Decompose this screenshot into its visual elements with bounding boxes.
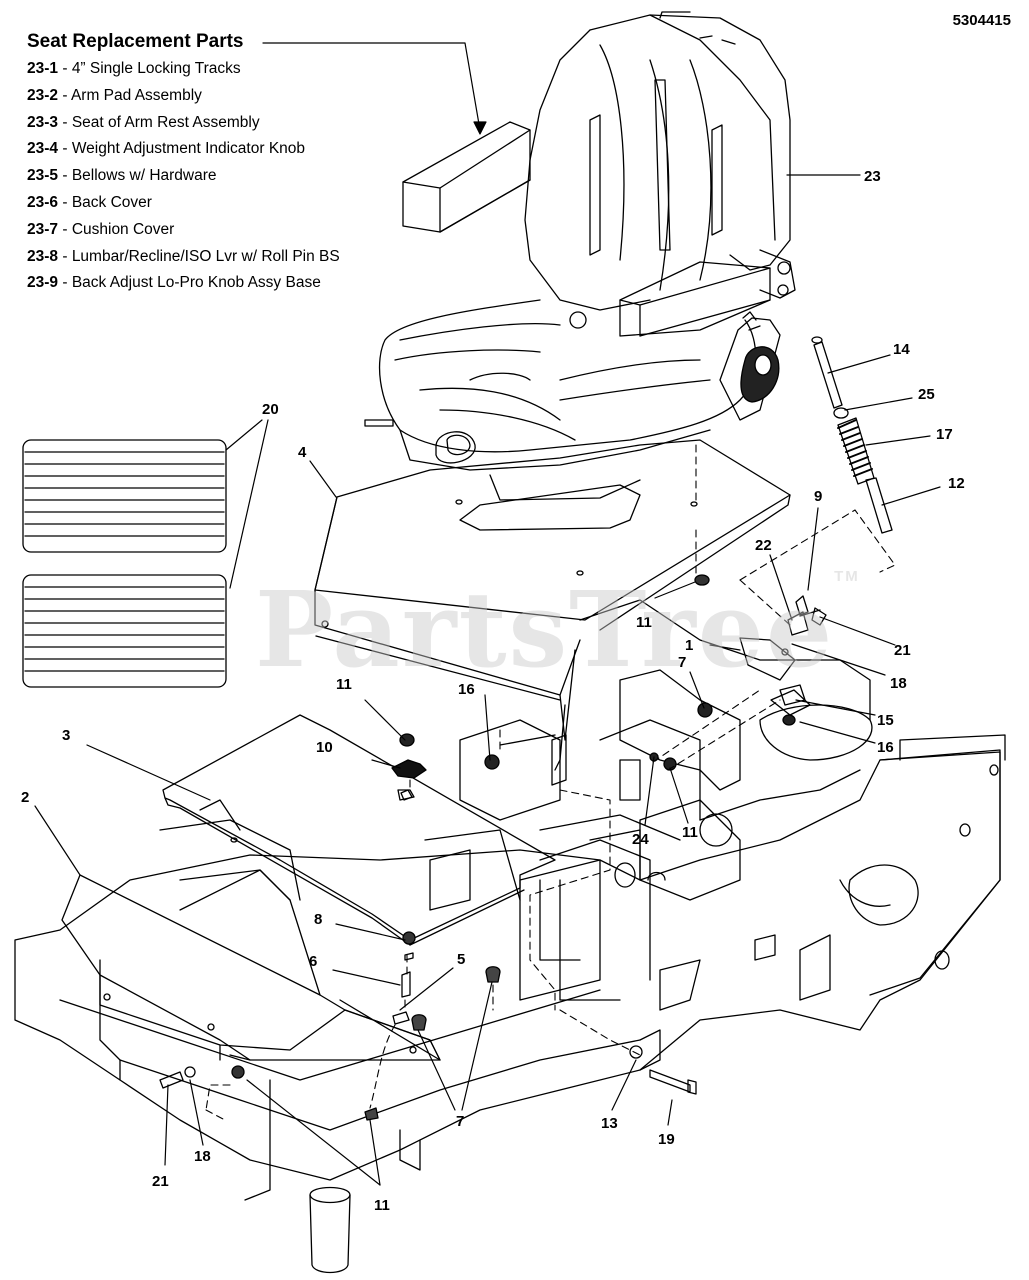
callout-1: 1 [685,637,693,654]
callout-7-lower: 7 [456,1113,464,1130]
decal-part-20-bottom [22,574,227,688]
dashed-assembly-lines [205,444,896,1121]
callout-19: 19 [658,1131,675,1148]
callout-11-right: 11 [682,824,698,841]
callout-23: 23 [864,168,881,185]
callout-22: 22 [755,537,772,554]
legend-item-description: Back Cover [71,193,152,211]
callout-5: 5 [457,951,465,968]
legend-item-code: 23-6 [27,193,59,211]
callout-4: 4 [298,444,307,461]
seat-replacement-parts-legend: Seat Replacement Parts 23-1 - 4” Single … [27,30,340,297]
callout-7-upper: 7 [678,654,686,671]
legend-item-code: 23-8 [27,247,59,265]
callout-2: 2 [21,789,29,806]
legend-item-description: Arm Pad Assembly [70,86,202,104]
callout-6: 6 [309,953,317,970]
callout-numbers: 23 14 25 17 12 20 4 9 22 21 1 18 7 15 16… [21,168,965,1214]
callout-17: 17 [936,426,953,443]
seat-assembly [364,11,796,501]
legend-item-code: 23-5 [27,167,59,185]
callout-14: 14 [893,341,910,358]
leader-lines [34,42,941,1186]
legend-item-code: 23-9 [27,274,59,292]
legend-item-description: 4” Single Locking Tracks [71,60,241,77]
legend-list: 23-1 - 4” Single Locking Tracks 23-2 - A… [27,56,340,297]
legend-item-description: Bellows w/ Hardware [71,167,217,185]
callout-21-right: 21 [894,642,911,659]
legend-item: 23-7 - Cushion Cover [27,220,175,238]
callout-21-left: 21 [152,1173,169,1190]
callout-8: 8 [314,911,322,928]
seat-pan-part-4 [314,439,791,786]
callout-18-right: 18 [890,675,907,692]
callout-11-center: 11 [636,614,652,631]
callout-20: 20 [262,401,279,418]
legend-item-description: Back Adjust Lo-Pro Knob Assy Base [71,274,321,292]
callout-25: 25 [918,386,935,403]
callout-16-right: 16 [877,739,894,756]
legend-item-code: 23-2 [27,86,59,104]
callout-12: 12 [948,475,965,492]
legend-title: Seat Replacement Parts [27,31,244,52]
legend-item-description: Seat of Arm Rest Assembly [71,113,260,131]
callout-10: 10 [316,739,333,756]
front-panel-part-2 [61,869,441,1061]
callout-16-center: 16 [458,681,475,698]
callout-18-left: 18 [194,1148,211,1165]
legend-item-code: 23-3 [27,113,59,131]
legend-item-description: Cushion Cover [71,220,175,238]
legend-item: 23-6 - Back Cover [27,193,152,211]
callout-9: 9 [814,488,822,505]
bracket-part-1 [159,574,827,1121]
callout-13: 13 [601,1115,618,1132]
legend-item-code: 23-4 [27,140,59,158]
legend-item-description: Weight Adjustment Indicator Knob [71,140,306,158]
legend-item: 23-3 - Seat of Arm Rest Assembly [27,113,260,131]
legend-item-code: 23-1 [27,60,59,77]
decal-part-20-top [22,439,227,553]
callout-11-left: 11 [336,676,352,693]
legend-item: 23-9 - Back Adjust Lo-Pro Knob Assy Base [27,274,321,292]
legend-item: 23-4 - Weight Adjustment Indicator Knob [27,140,306,158]
legend-item: 23-8 - Lumbar/Recline/ISO Lvr w/ Roll Pi… [27,247,340,265]
callout-24: 24 [632,831,649,848]
legend-item-code: 23-7 [27,220,59,238]
legend-item: 23-1 - 4” Single Locking Tracks [27,60,241,77]
callout-11-bottom: 11 [374,1197,390,1214]
legend-item: 23-2 - Arm Pad Assembly [27,86,202,104]
legend-item: 23-5 - Bellows w/ Hardware [27,167,217,185]
callout-15: 15 [877,712,894,729]
mower-frame [14,599,1006,1274]
callout-3: 3 [62,727,70,744]
legend-item-description: Lumbar/Recline/ISO Lvr w/ Roll Pin BS [71,247,340,265]
diagram-number: 5304415 [952,12,1011,29]
spring-rod-parts [811,336,893,534]
